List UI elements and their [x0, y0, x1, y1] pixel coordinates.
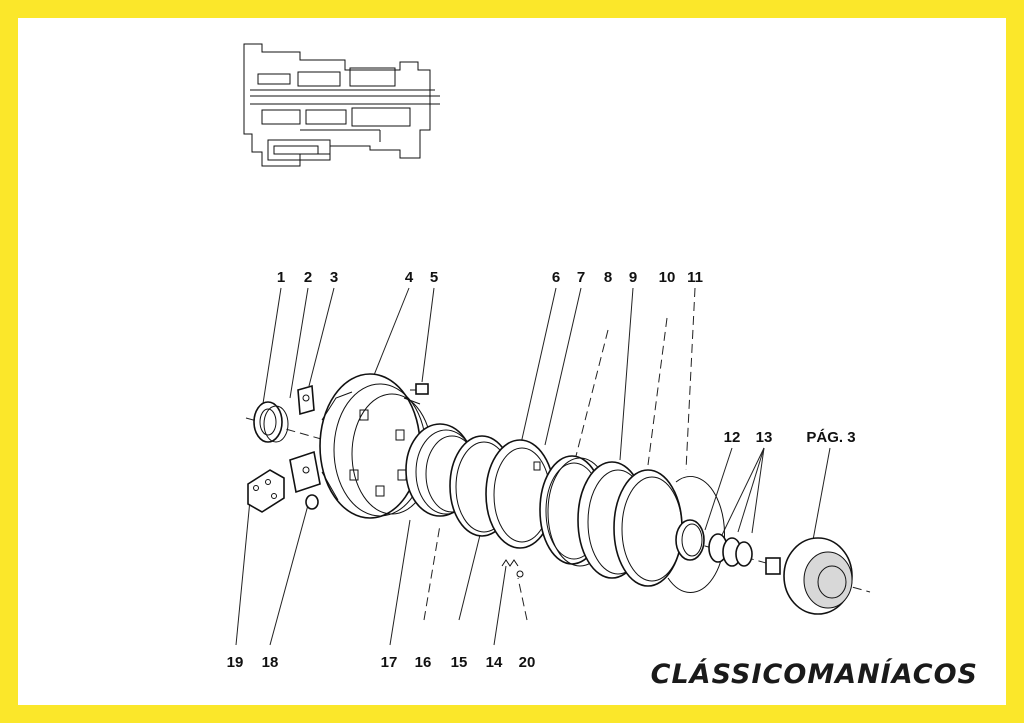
- callout-pag3: PÁG. 3: [806, 429, 855, 446]
- callout-20: 20: [519, 654, 536, 671]
- part-page3-hub: [765, 537, 853, 615]
- callout-7: 7: [577, 269, 585, 286]
- callout-8: 8: [604, 269, 612, 286]
- callout-4: 4: [405, 269, 414, 286]
- part-14-spring: [501, 559, 524, 578]
- callout-10: 10: [659, 269, 676, 286]
- callout-19: 19: [227, 654, 244, 671]
- callout-13: 13: [756, 429, 773, 446]
- callout-17: 17: [381, 654, 398, 671]
- brand-watermark: CLÁSSICOMANÍACOS: [651, 658, 978, 690]
- callout-14: 14: [486, 654, 503, 671]
- part-13-bearing-rings: [708, 533, 753, 567]
- part-19-mounting-plate: [247, 469, 285, 513]
- callout-2: 2: [304, 269, 312, 286]
- callout-1: 1: [277, 269, 285, 286]
- part-2-3-bracket: [297, 384, 315, 416]
- callout-5: 5: [430, 269, 438, 286]
- part-10-pressure-disc: [613, 469, 683, 587]
- callout-16: 16: [415, 654, 432, 671]
- callout-12: 12: [724, 429, 741, 446]
- callout-18: 18: [262, 654, 279, 671]
- callout-6: 6: [552, 269, 560, 286]
- callout-labels: 1 2 3 4 5 6 7 8 9 10 11 12 13 PÁG. 3 19 …: [227, 269, 856, 671]
- part-1-seal: [253, 401, 289, 443]
- part-18-bracket: [289, 450, 321, 510]
- callout-11: 11: [687, 269, 703, 286]
- part-6-7-plate: [485, 439, 555, 549]
- callout-15: 15: [451, 654, 468, 671]
- gearbox-outline-thumbnail: [243, 43, 440, 167]
- part-12-circlip: [675, 519, 705, 561]
- callout-3: 3: [330, 269, 338, 286]
- part-5-bolt: [410, 383, 429, 395]
- callout-9: 9: [629, 269, 637, 286]
